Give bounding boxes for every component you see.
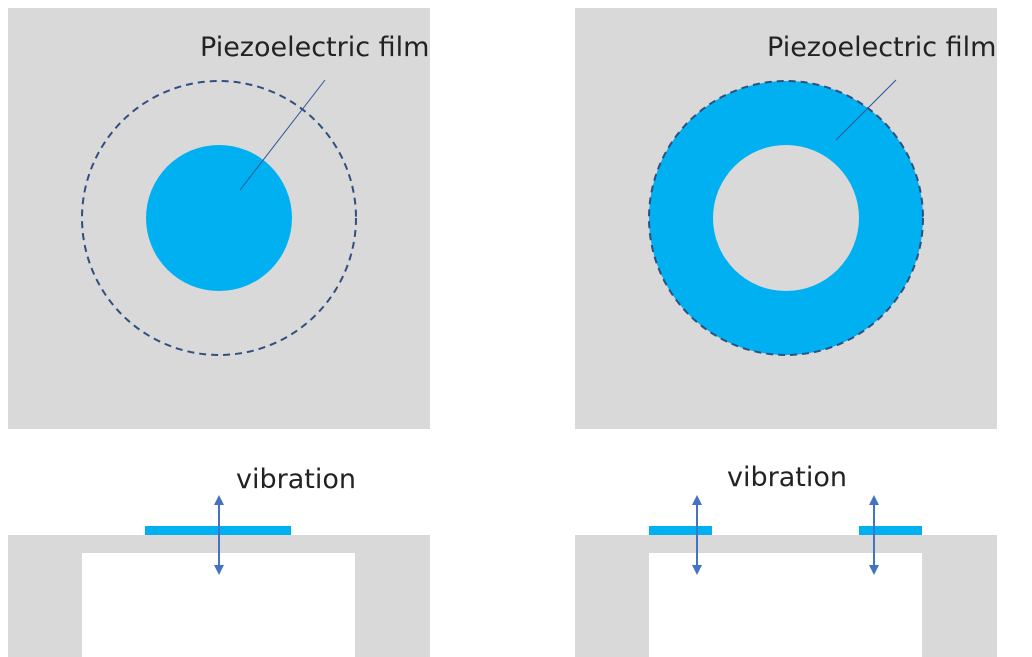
- left-cross-section: vibration: [8, 464, 430, 657]
- right-leader-line: [835, 79, 897, 141]
- left-dashed-membrane-outline: [81, 80, 357, 356]
- left-film-label: Piezoelectric film: [200, 32, 430, 63]
- left-piezo-disk: [146, 145, 292, 291]
- right-piezo-film-section-left: [649, 526, 712, 535]
- left-top-view: Piezoelectric film: [8, 8, 430, 429]
- right-ring-hole: [713, 145, 859, 291]
- right-cross-section: vibration: [575, 462, 997, 657]
- left-leader-line: [239, 79, 326, 191]
- right-dashed-membrane-outline: [648, 80, 924, 356]
- right-cavity: [649, 553, 922, 657]
- right-vibration-caption: vibration: [727, 462, 847, 493]
- right-piezo-film-section-right: [859, 526, 922, 535]
- right-film-label: Piezoelectric film: [767, 32, 997, 63]
- left-vibration-caption: vibration: [236, 464, 356, 495]
- right-top-view: Piezoelectric film: [575, 8, 997, 429]
